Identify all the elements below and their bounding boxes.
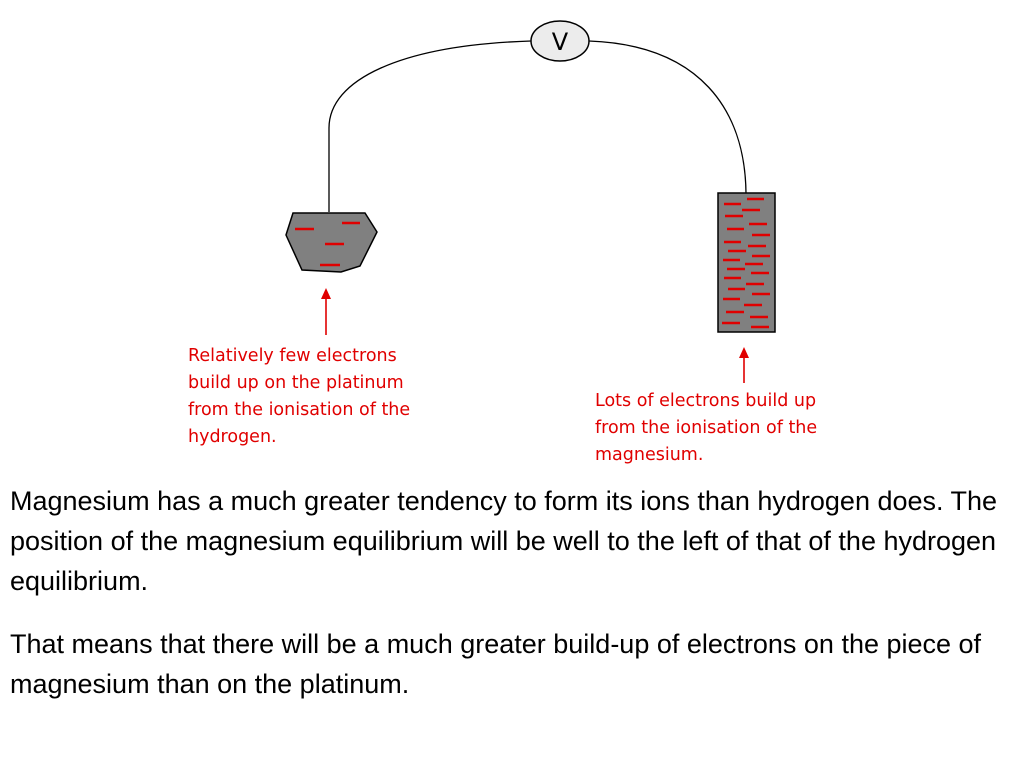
platinum-electrode bbox=[285, 212, 378, 273]
magnesium-arrow bbox=[739, 347, 749, 383]
magnesium-strip bbox=[717, 192, 776, 333]
platinum-label-line: Relatively few electrons bbox=[188, 346, 397, 366]
platinum-arrow bbox=[321, 288, 331, 335]
magnesium-electrons bbox=[722, 197, 770, 329]
magnesium-label: Lots of electrons build up from the ioni… bbox=[595, 391, 817, 465]
voltmeter: V bbox=[530, 20, 590, 62]
platinum-label-line: hydrogen. bbox=[188, 427, 277, 447]
magnesium-label-line: magnesium. bbox=[595, 445, 703, 465]
platinum-label-line: build up on the platinum bbox=[188, 373, 404, 393]
explanation-paragraph-1: Magnesium has a much greater tendency to… bbox=[10, 486, 998, 596]
platinum-piece bbox=[285, 212, 378, 273]
platinum-label-line: from the ionisation of the bbox=[188, 400, 410, 420]
explanation-paragraph-2: That means that there will be a much gre… bbox=[10, 629, 982, 699]
platinum-label: Relatively few electrons build up on the… bbox=[188, 346, 410, 447]
platinum-electrons bbox=[295, 221, 360, 267]
magnesium-label-line: Lots of electrons build up bbox=[595, 391, 816, 411]
voltmeter-symbol: V bbox=[552, 28, 569, 56]
magnesium-electrode bbox=[717, 192, 776, 333]
magnesium-label-line: from the ionisation of the bbox=[595, 418, 817, 438]
connecting-wire bbox=[328, 40, 747, 212]
electrode-diagram: V bbox=[188, 20, 817, 465]
voltmeter-body bbox=[530, 20, 590, 62]
